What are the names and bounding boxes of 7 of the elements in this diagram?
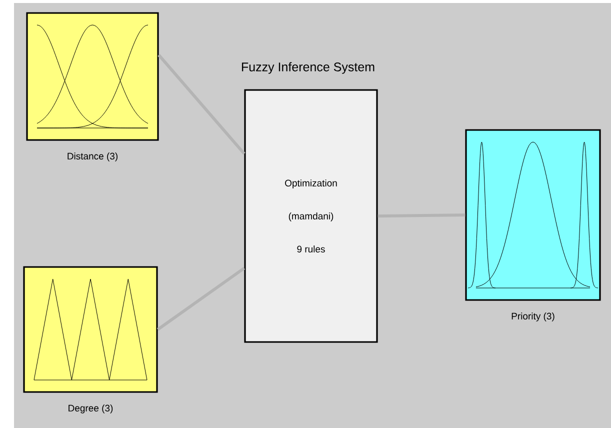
system-box: Optimization (mamdani) 9 rules — [244, 89, 378, 343]
connector-line — [156, 266, 246, 331]
variable-label: Distance (3) — [68, 152, 118, 162]
connector-line — [158, 54, 246, 155]
variable-label: Priority (3) — [512, 312, 554, 322]
variable-label: Degree (3) — [68, 404, 113, 414]
title: Fuzzy Inference System — [242, 62, 374, 74]
